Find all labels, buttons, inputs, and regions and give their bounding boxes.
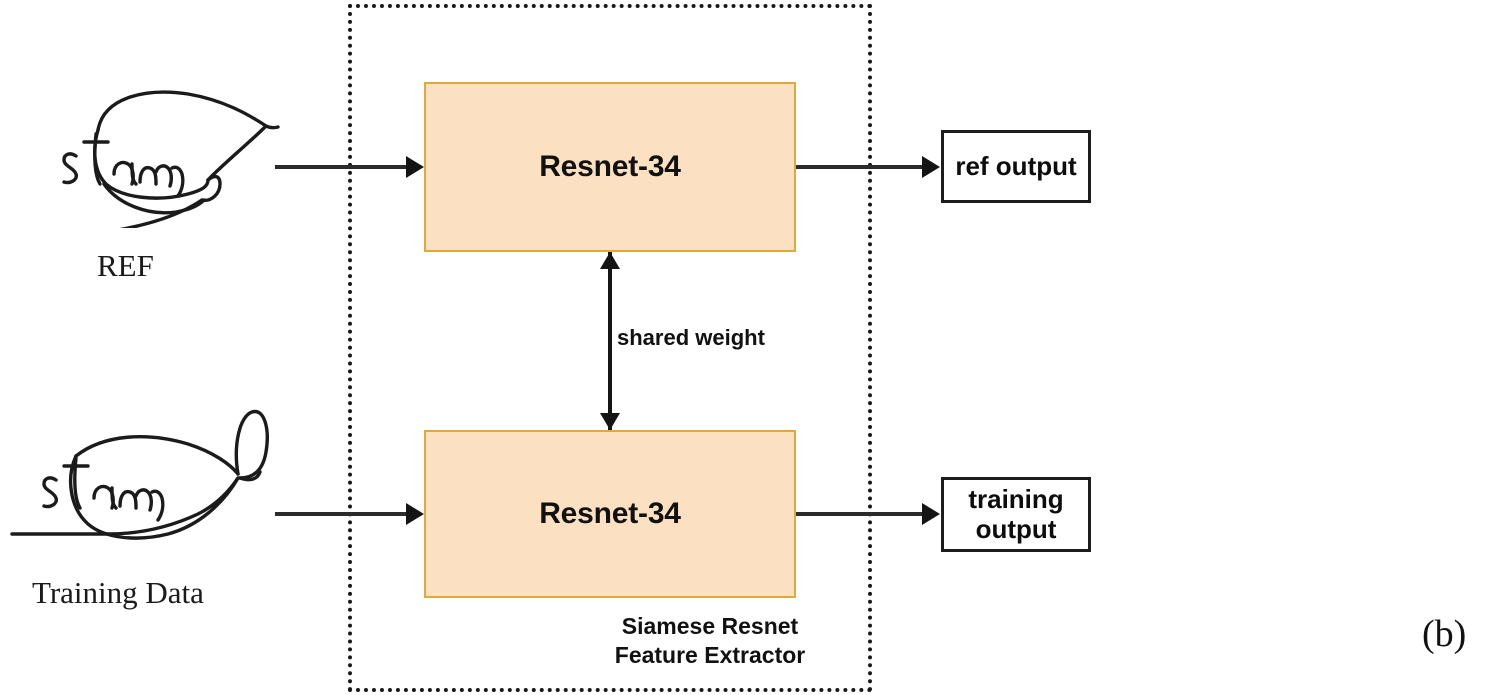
arrow-resnet-to-ref-output-head-icon: [922, 156, 940, 178]
arrow-resnet-to-training-output-head-icon: [922, 503, 940, 525]
resnet-block-bottom: Resnet-34: [424, 430, 796, 598]
subfigure-label: (b): [1422, 613, 1467, 655]
ref-output-box: ref output: [941, 130, 1091, 203]
resnet-block-bottom-label: Resnet-34: [539, 497, 681, 530]
handwritten-signature-training-image: [10, 409, 269, 540]
arrow-training-to-resnet-head-icon: [406, 503, 424, 525]
resnet-block-top: Resnet-34: [424, 82, 796, 252]
arrow-ref-to-resnet-head-icon: [406, 156, 424, 178]
shared-weight-arrow-line: [608, 252, 612, 430]
arrow-training-to-resnet: [275, 512, 408, 516]
arrow-resnet-to-ref-output: [796, 165, 924, 169]
ref-output-label: ref output: [955, 150, 1077, 181]
training-output-label: training output: [968, 484, 1064, 544]
handwritten-signature-reference-image: [62, 90, 280, 228]
shared-weight-label: shared weight: [617, 325, 765, 350]
training-input-caption: Training Data: [32, 575, 204, 610]
arrow-resnet-to-training-output: [796, 512, 924, 516]
resnet-block-top-label: Resnet-34: [539, 150, 681, 183]
arrow-ref-to-resnet: [275, 165, 408, 169]
shared-weight-arrow-head-down-icon: [600, 413, 620, 430]
siamese-container-caption: Siamese Resnet Feature Extractor: [614, 613, 806, 668]
training-output-box: training output: [941, 477, 1091, 552]
siamese-feature-extractor-container: [348, 4, 872, 692]
ref-input-caption: REF: [97, 248, 154, 283]
shared-weight-arrow-head-up-icon: [600, 252, 620, 269]
